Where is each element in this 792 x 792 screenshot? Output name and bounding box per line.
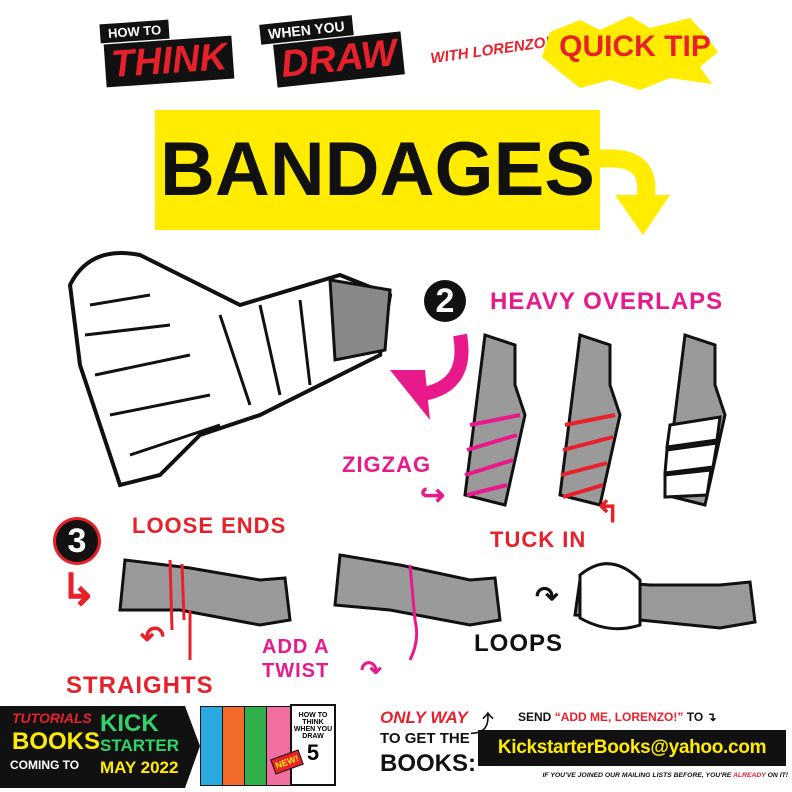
- send-quote: “ADD ME, LORENZO!”: [554, 710, 684, 724]
- step-number-3: 3: [56, 520, 98, 562]
- book-cover-volume-5: HOW TO THINK WHEN YOU DRAW 5: [290, 704, 336, 786]
- book-covers: HOW TO THINK WHEN YOU DRAW 5 NEW!: [200, 704, 370, 788]
- bandaged-arm-illustration: [67, 251, 393, 488]
- promo-banner-bg: [0, 706, 200, 788]
- send-suffix: TO: [686, 710, 704, 724]
- kickstarter-promo-footer: TUTORIALS BOOKS COMING TO KICK STARTER M…: [0, 700, 792, 792]
- arrow-down-icon: ↴: [706, 710, 717, 724]
- step-number-2: 2: [424, 280, 466, 322]
- to-get-text: TO GET THE: [380, 730, 470, 747]
- arrow-icon: ↶: [140, 621, 166, 654]
- arrow-icon: ↷: [360, 655, 382, 685]
- quick-tip-burst: [542, 16, 718, 90]
- email-banner: [478, 730, 786, 766]
- magenta-arrow-icon: [390, 333, 469, 420]
- label-loops: LOOPS: [474, 630, 564, 657]
- label-tuck-in: TUCK IN: [490, 527, 587, 552]
- email-link[interactable]: KickstarterBooks@yahoo.com: [497, 737, 767, 758]
- books-colon-text: BOOKS:: [380, 750, 476, 777]
- mailing-list-note: IF YOU'VE JOINED OUR MAILING LISTS BEFOR…: [480, 772, 788, 779]
- book-volume: 5: [306, 740, 320, 765]
- coming-to-text: COMING TO: [10, 758, 80, 772]
- arrow-icon: ↳: [60, 566, 97, 615]
- page-title: BANDAGES: [160, 127, 595, 212]
- book-title: HOW TO THINK WHEN YOU DRAW: [293, 712, 333, 740]
- loose-ends-arm-examples: [118, 553, 757, 661]
- starter-text: STARTER: [100, 736, 180, 755]
- note-suffix: ON IT!: [767, 772, 788, 779]
- label-zigzag: ZIGZAG: [342, 452, 432, 477]
- label-add-a: ADD A: [262, 636, 330, 658]
- arrow-icon: ↷: [535, 581, 559, 612]
- arrow-icon: ↰: [595, 496, 621, 529]
- curved-arrow-icon: [588, 149, 670, 235]
- note-prefix: IF YOU'VE JOINED OUR MAILING LISTS BEFOR…: [542, 772, 732, 779]
- send-instruction: SEND “ADD ME, LORENZO!” TO ↴: [518, 710, 786, 724]
- logo-think: THINK: [103, 35, 235, 88]
- quick-tip-badge: QUICK TIP: [559, 30, 711, 63]
- with-lorenzo-signature: WITH LORENZO!: [429, 33, 552, 68]
- heading-heavy-overlaps: HEAVY OVERLAPS: [490, 288, 724, 315]
- books-text: BOOKS: [12, 728, 101, 755]
- label-straights: STRAIGHTS: [66, 672, 214, 699]
- date-text: MAY 2022: [100, 758, 179, 777]
- overlap-arm-examples: [463, 332, 727, 507]
- series-logo: HOW TO THINK WHEN YOU DRAW: [99, 12, 415, 92]
- arrow-icon: ↪: [420, 479, 446, 512]
- heading-loose-ends: LOOSE ENDS: [132, 513, 287, 538]
- tutorials-text: TUTORIALS: [12, 710, 92, 726]
- title-banner: [155, 110, 600, 230]
- note-highlight: ALREADY: [732, 772, 766, 779]
- only-way-text: ONLY WAY: [380, 708, 468, 727]
- label-twist: TWIST: [262, 660, 330, 682]
- kick-text: KICK: [100, 710, 159, 737]
- send-prefix: SEND: [518, 710, 552, 724]
